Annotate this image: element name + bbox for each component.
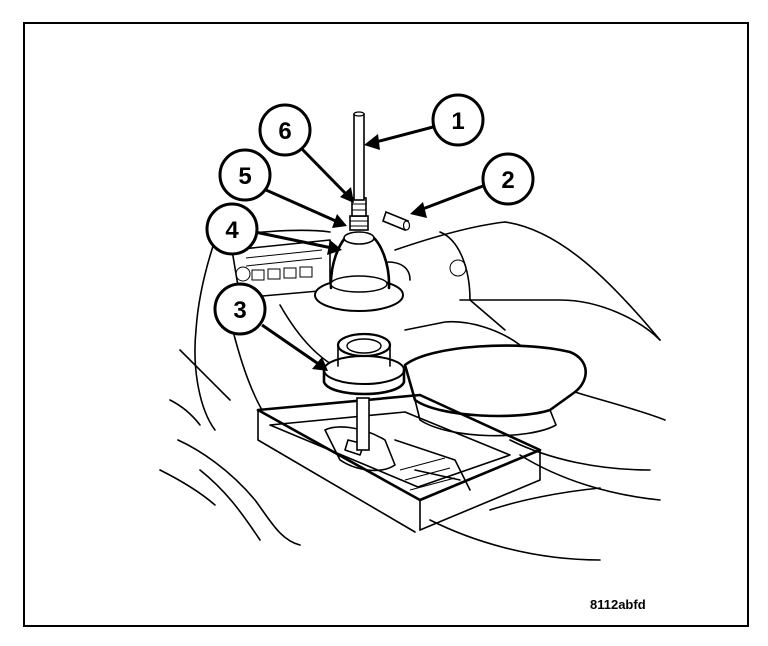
- leader-lines: [254, 125, 484, 371]
- shift-bezel: [322, 332, 406, 396]
- threaded-rod: [353, 111, 365, 201]
- svg-text:2: 2: [501, 167, 514, 194]
- svg-text:6: 6: [278, 118, 291, 145]
- svg-text:4: 4: [225, 217, 239, 244]
- shift-components: [314, 111, 411, 451]
- retaining-pin: [382, 210, 411, 232]
- shift-lever-rod: [356, 397, 370, 451]
- callout-5: 5: [218, 148, 272, 202]
- callout-1: 1: [431, 93, 485, 147]
- svg-text:5: 5: [238, 163, 251, 190]
- console-illustration: [159, 221, 666, 561]
- callout-4: 4: [205, 202, 259, 256]
- callout-6: 6: [258, 103, 312, 157]
- retaining-nut: [349, 215, 369, 231]
- svg-text:1: 1: [451, 108, 464, 135]
- shift-knob-boot: [314, 231, 411, 312]
- callout-3: 3: [213, 282, 267, 336]
- figure-border: [23, 22, 749, 627]
- figure-code: 8112abfd: [590, 597, 646, 612]
- svg-text:3: 3: [233, 297, 246, 324]
- callout-2: 2: [481, 152, 535, 206]
